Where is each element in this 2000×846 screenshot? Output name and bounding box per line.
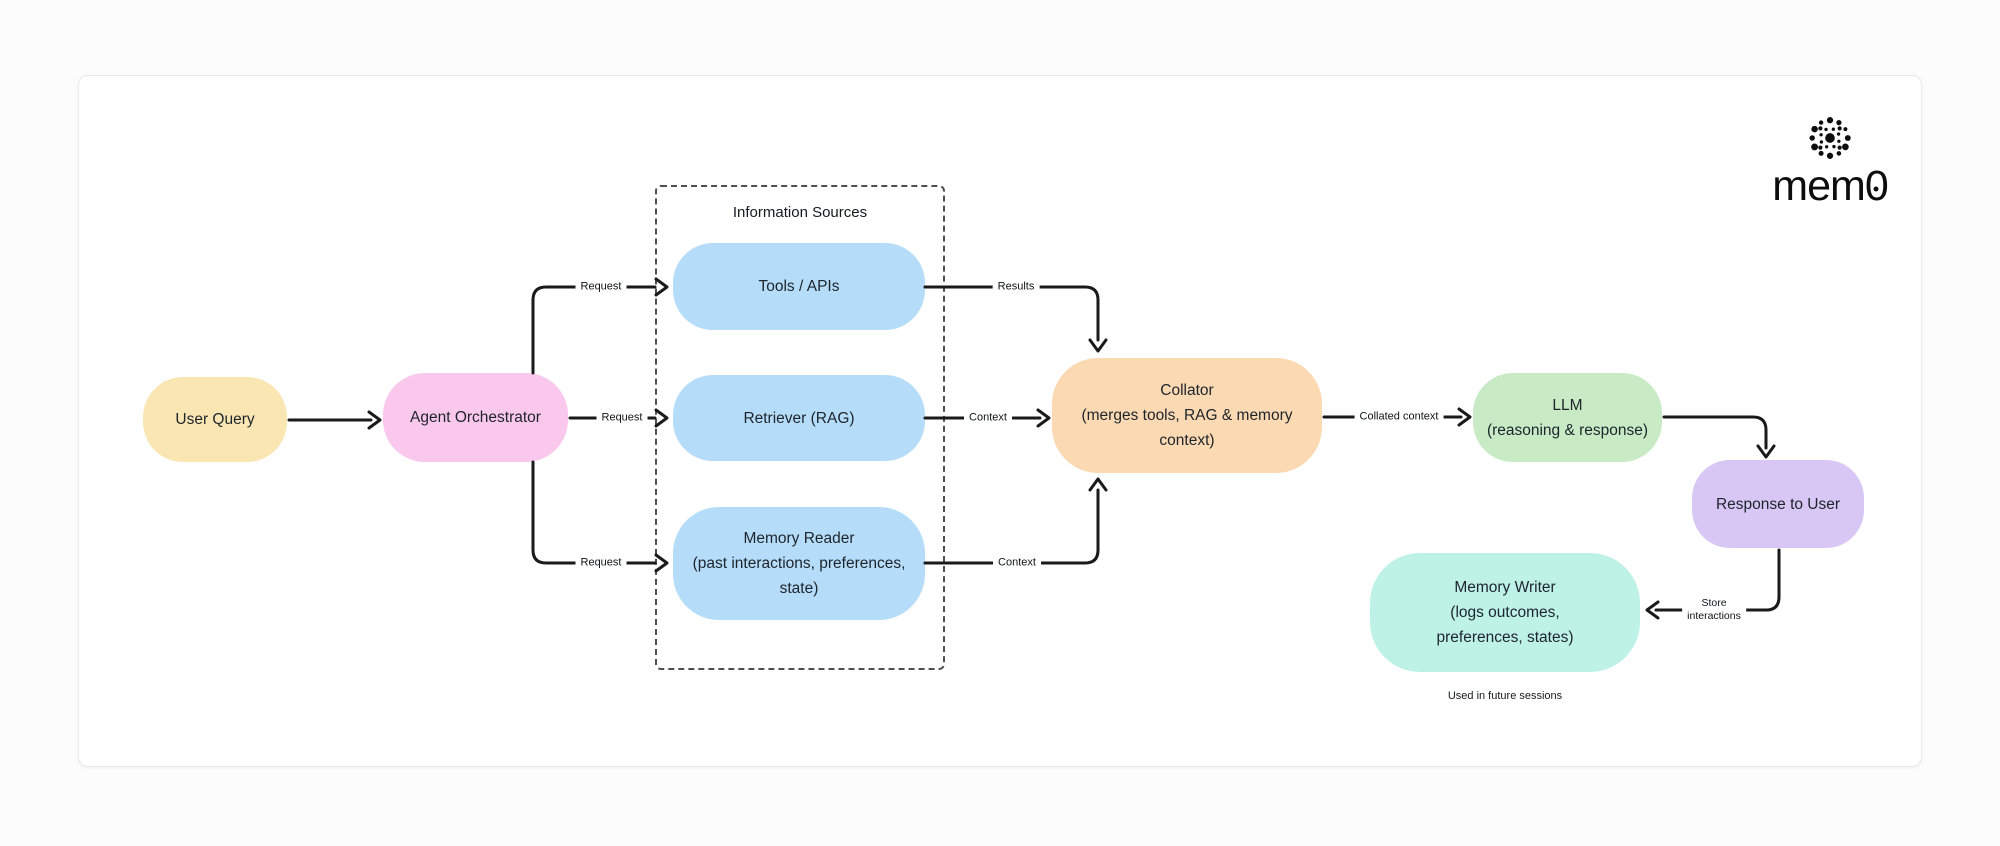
edge-label-context-bottom: Context bbox=[993, 555, 1041, 571]
edge-label-request-mid: Request bbox=[596, 410, 648, 426]
tools-apis-label: Tools / APIs bbox=[758, 278, 840, 295]
user-query-label: User Query bbox=[175, 411, 255, 428]
llm-node: LLM (reasoning & response) bbox=[1473, 373, 1662, 462]
edge-label-context-mid: Context bbox=[964, 410, 1012, 426]
future-sessions-note: Used in future sessions bbox=[1447, 690, 1563, 702]
response-to-user-label: Response to User bbox=[1715, 495, 1841, 513]
memory-reader-node: Memory Reader (past interactions, prefer… bbox=[673, 507, 925, 620]
information-sources-group bbox=[655, 185, 945, 670]
retriever-rag-label: Retriever (RAG) bbox=[743, 409, 855, 427]
tools-apis-node: Tools / APIs bbox=[673, 243, 925, 330]
collator-label: Collator (merges tools, RAG & memory con… bbox=[1081, 382, 1293, 449]
user-query-node: User Query bbox=[143, 377, 287, 462]
mem0-logo: mem0 bbox=[1762, 116, 1898, 208]
zero-center-dot bbox=[1873, 186, 1879, 192]
edge-label-collated-context: Collated context bbox=[1354, 409, 1444, 425]
memory-writer-label: Memory Writer (logs outcomes, preference… bbox=[1436, 579, 1574, 646]
agent-orchestrator-node: Agent Orchestrator bbox=[383, 373, 568, 462]
mem0-logo-mark bbox=[1809, 117, 1851, 159]
retriever-rag-node: Retriever (RAG) bbox=[673, 375, 925, 461]
edge-label-store-interactions: Store interactions bbox=[1682, 596, 1746, 624]
memory-writer-node: Memory Writer (logs outcomes, preference… bbox=[1370, 553, 1640, 672]
response-to-user-node: Response to User bbox=[1692, 460, 1864, 548]
agent-orchestrator-label: Agent Orchestrator bbox=[410, 409, 541, 426]
collator-node: Collator (merges tools, RAG & memory con… bbox=[1052, 358, 1322, 473]
edge-label-results: Results bbox=[992, 279, 1040, 295]
llm-label: LLM (reasoning & response) bbox=[1486, 396, 1649, 439]
edge-label-request-top: Request bbox=[575, 279, 627, 295]
mem0-logo-text: mem0 bbox=[1762, 164, 1898, 208]
memory-reader-label: Memory Reader (past interactions, prefer… bbox=[692, 530, 906, 597]
information-sources-title: Information Sources bbox=[732, 204, 868, 221]
edge-label-request-bottom: Request bbox=[575, 555, 627, 571]
